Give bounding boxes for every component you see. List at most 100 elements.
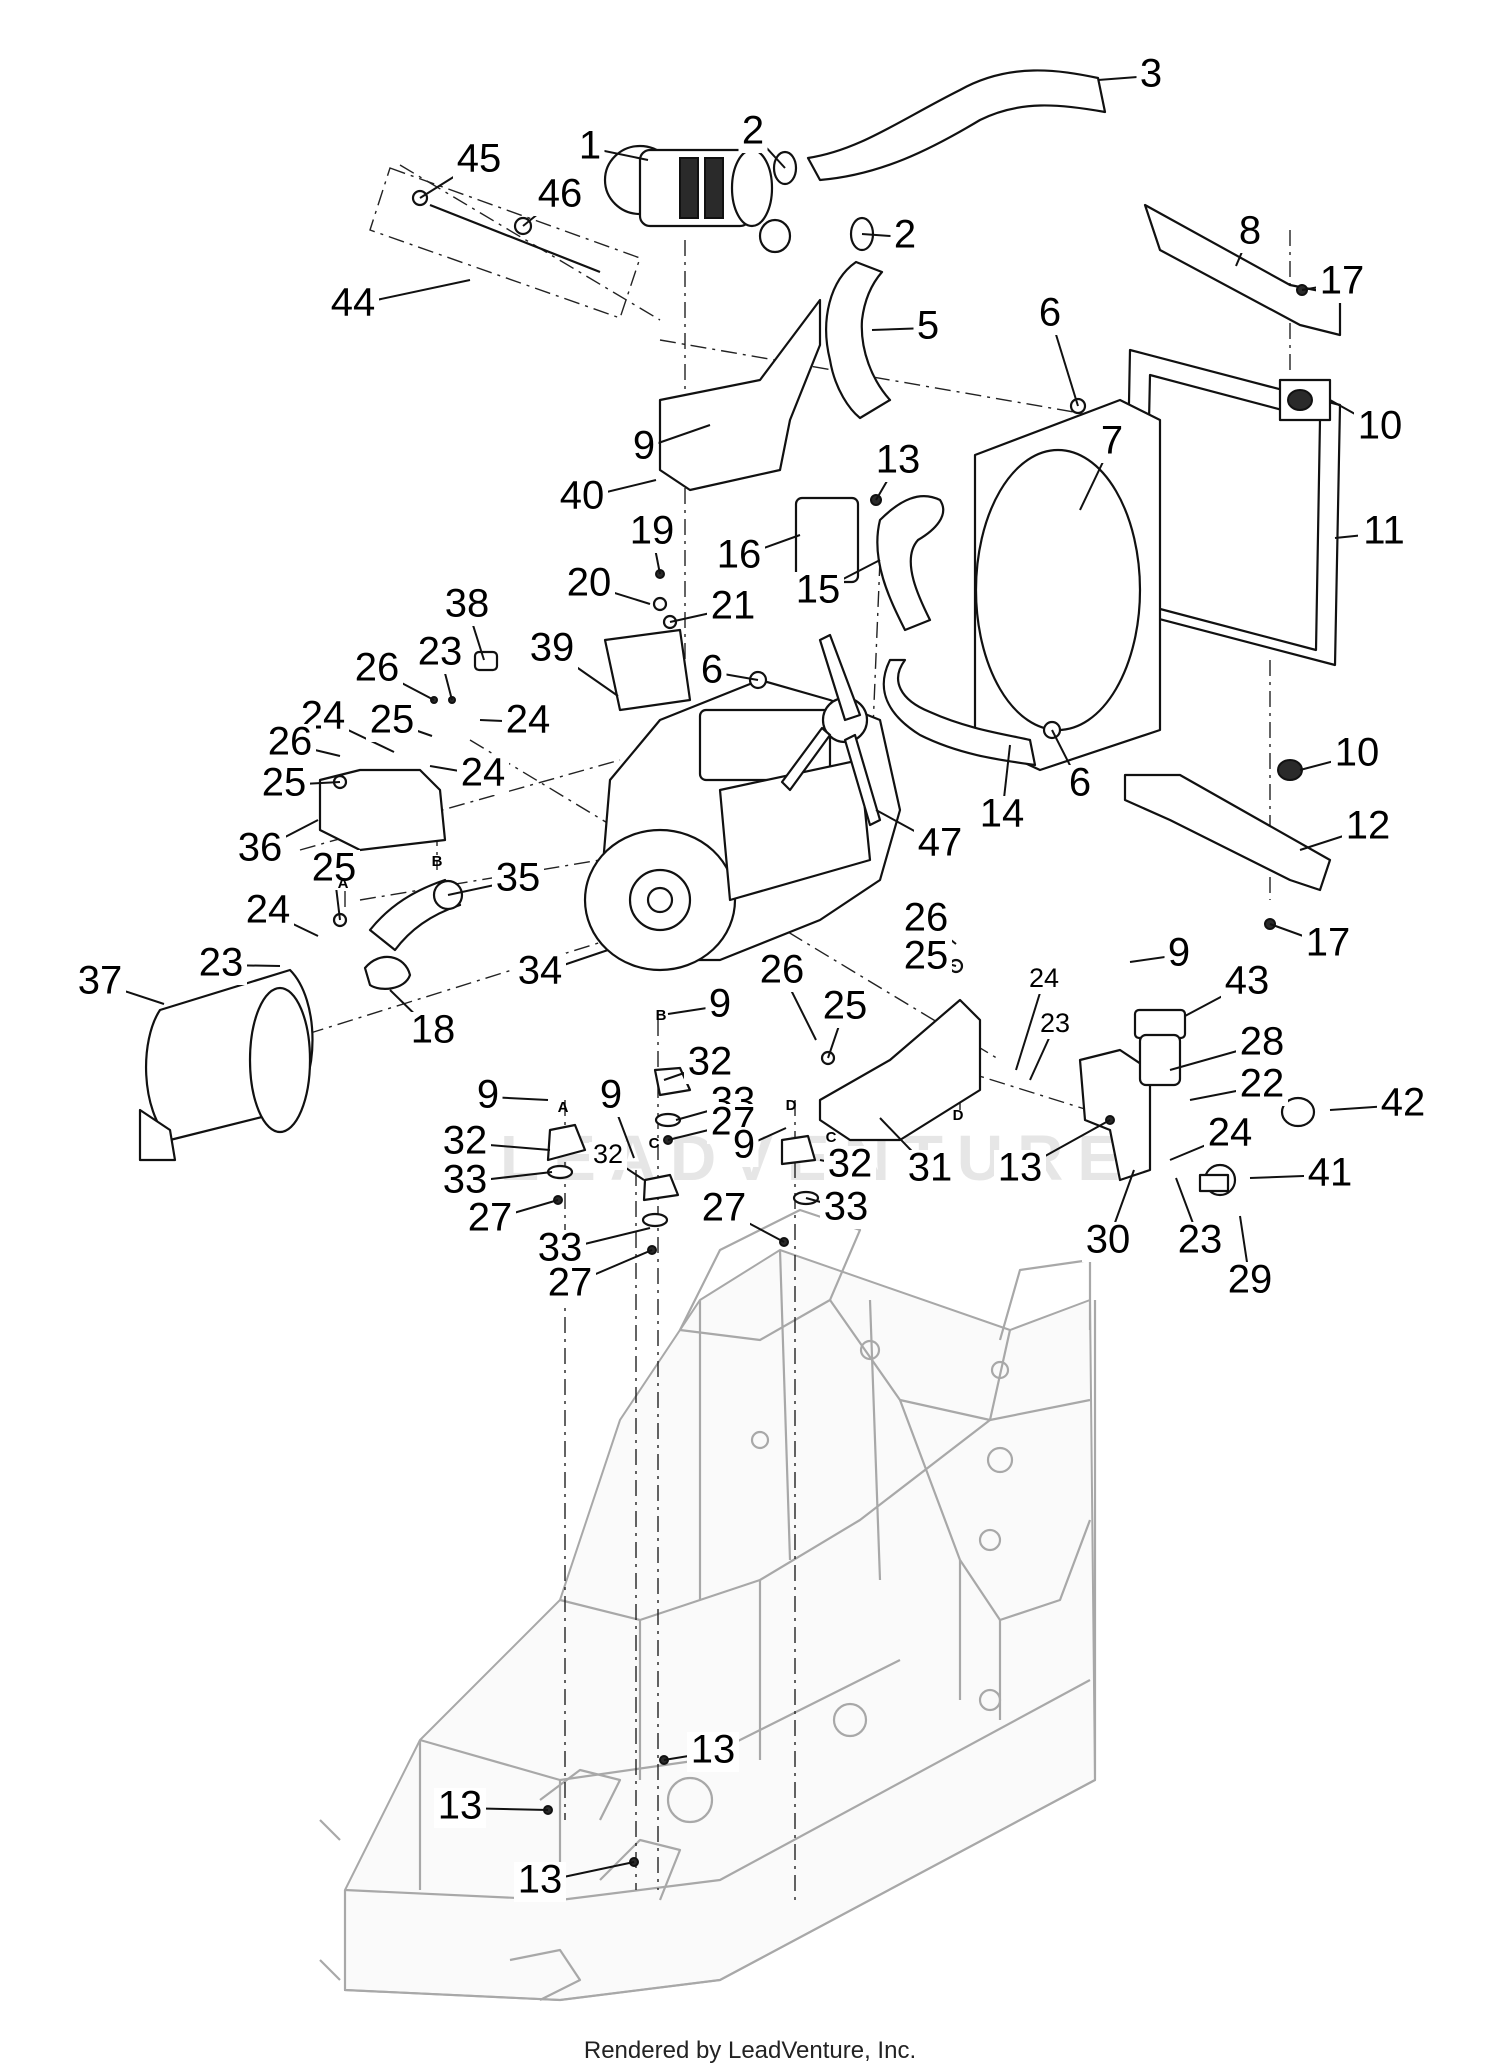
callout-number: 23	[1040, 1008, 1070, 1038]
callout-halo	[900, 900, 952, 940]
callout-c6a: 6	[1035, 291, 1079, 407]
callout-c39: 39	[526, 626, 619, 697]
callout-halo	[589, 1142, 627, 1170]
callout-number: 9	[1168, 931, 1190, 975]
callout-halo	[242, 892, 294, 932]
callout-c9c: 9	[667, 982, 735, 1026]
callout-number: 8	[1239, 209, 1261, 253]
engine-mount-bracket-36	[318, 768, 447, 852]
callout-number: 27	[702, 1186, 747, 1230]
callout-c40: 40	[556, 474, 657, 518]
callout-halo	[1035, 295, 1065, 335]
callout-number: 15	[796, 568, 841, 612]
leader-line	[1015, 979, 1045, 1071]
callout-halo	[713, 537, 765, 577]
callout-number: 2	[894, 213, 916, 257]
callout-halo	[1302, 925, 1354, 965]
callout-c31: 31	[879, 1117, 956, 1190]
radiator-mount-upper	[1287, 389, 1313, 411]
callout-c13d: 13	[434, 1784, 549, 1828]
callout-c23d: 23	[1174, 1177, 1226, 1262]
callout-halo	[687, 1732, 739, 1772]
callout-halo	[1164, 935, 1194, 975]
engine-mount-bracket-31	[818, 998, 982, 1142]
callout-number: 6	[701, 648, 723, 692]
callout-halo	[234, 830, 286, 870]
callout-halo	[913, 308, 943, 348]
callout-halo	[514, 953, 566, 993]
callout-number: 24	[246, 888, 291, 932]
callout-halo	[492, 860, 544, 900]
callout-number: 14	[980, 792, 1025, 836]
callout-c47: 47	[875, 809, 966, 865]
callout-halo	[872, 442, 924, 482]
callout-c34: 34	[514, 949, 609, 993]
callout-halo	[1174, 1222, 1226, 1262]
callout-number: 45	[457, 137, 502, 181]
callout-c25e: 25	[819, 984, 871, 1059]
callout-halo	[820, 1189, 872, 1229]
callout-number: 44	[331, 281, 376, 325]
callout-number: 31	[908, 1146, 953, 1190]
callout-c17a: 17	[1301, 259, 1368, 303]
callout-number: 9	[733, 1123, 755, 1167]
callout-halo	[264, 724, 316, 764]
callout-c26b: 26	[264, 720, 341, 764]
callout-c22: 22	[1189, 1062, 1288, 1106]
callout-c18: 18	[389, 989, 459, 1052]
radiator-top-bracket	[1143, 203, 1342, 337]
callout-c46: 46	[522, 172, 586, 227]
callout-number: 33	[538, 1226, 583, 1270]
callout-halo	[629, 428, 659, 468]
callout-c17b: 17	[1269, 921, 1354, 965]
callout-number: 23	[418, 630, 463, 674]
callout-c38: 38	[441, 582, 493, 661]
callout-number: 25	[262, 761, 307, 805]
callout-number: 9	[477, 1073, 499, 1117]
callout-c24c: 24	[429, 751, 509, 795]
callout-halo	[526, 630, 578, 670]
callout-c13b: 13	[994, 1119, 1111, 1190]
callout-number: 26	[760, 948, 805, 992]
callout-c2b: 2	[861, 213, 920, 257]
callout-c24d: 24	[242, 888, 319, 937]
callout-halo	[1224, 1262, 1276, 1302]
callout-c5: 5	[871, 304, 943, 348]
callout-c24e: 24	[1015, 963, 1063, 1071]
callout-number: 10	[1358, 404, 1403, 448]
callout-halo	[819, 988, 871, 1028]
callout-c43: 43	[1184, 959, 1273, 1017]
intake-hose	[825, 260, 892, 420]
solenoid-41	[1198, 1163, 1237, 1197]
callout-number: 10	[1335, 731, 1380, 775]
fuel-filter-43	[1133, 1008, 1187, 1087]
callout-number: 23	[1178, 1218, 1223, 1262]
exhaust-clamp	[363, 955, 412, 990]
callout-halo	[976, 796, 1028, 836]
engine-cover-plate	[603, 628, 692, 712]
callout-halo	[414, 634, 466, 674]
reference-letter-lB2: B	[656, 1007, 667, 1024]
radiator	[1123, 348, 1342, 667]
callout-c15: 15	[792, 559, 881, 612]
reference-letter-lA1: A	[338, 875, 349, 892]
callout-c29: 29	[1224, 1215, 1276, 1302]
callout-c13c: 13	[663, 1728, 739, 1772]
callout-halo	[756, 952, 808, 992]
callout-halo	[792, 572, 844, 612]
callout-halo	[1221, 963, 1273, 1003]
callout-halo	[439, 1162, 491, 1202]
callout-number: 22	[1240, 1062, 1285, 1106]
callout-number: 37	[78, 959, 123, 1003]
callout-c12: 12	[1299, 804, 1394, 851]
callout-number: 34	[518, 949, 563, 993]
callout-halo	[473, 1077, 503, 1117]
callout-c6b: 6	[697, 648, 759, 692]
callout-c6c: 6	[1051, 729, 1095, 805]
callout-halo	[994, 1150, 1046, 1190]
callout-halo	[534, 176, 586, 216]
callout-c9d: 9	[473, 1073, 549, 1117]
callout-c28: 28	[1169, 1020, 1288, 1071]
callout-c27d: 27	[544, 1249, 653, 1305]
callout-c25b: 25	[258, 761, 341, 805]
